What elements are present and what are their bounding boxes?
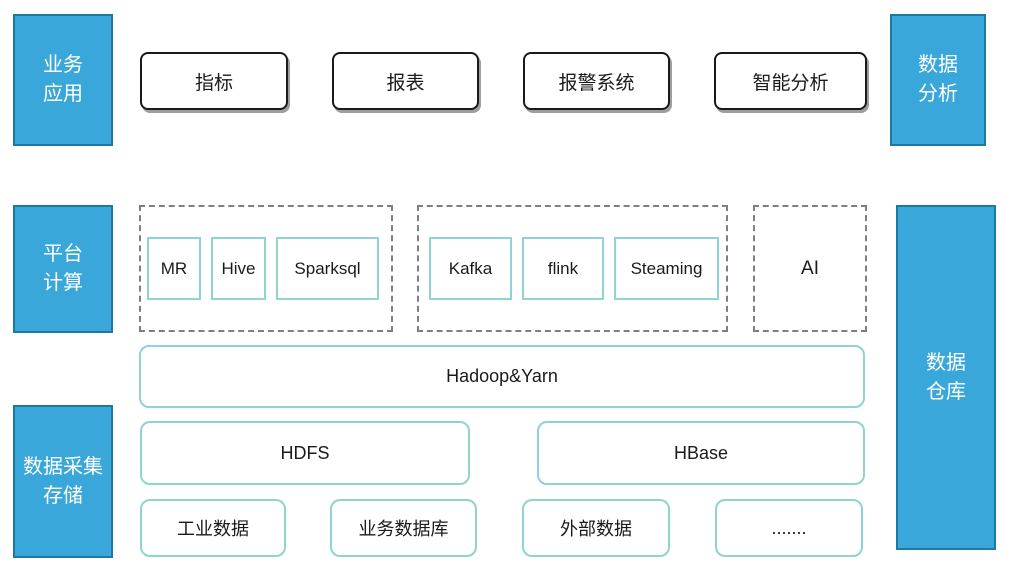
storage-box-label: HBase <box>673 442 729 463</box>
app-box-label: 报表 <box>386 72 425 94</box>
compute-box-mr: MR <box>147 237 201 300</box>
source-box-label: 工业数据 <box>177 519 249 539</box>
layer-label-text: 数据 仓库 <box>926 351 966 403</box>
storage-box-hbase: HBase <box>537 421 865 485</box>
app-box-intelligent-analysis: 智能分析 <box>714 52 867 110</box>
source-box-label: ....... <box>771 517 807 538</box>
layer-label-text: 数据 分析 <box>918 54 958 105</box>
layer-label-data-collection-storage: 数据采集 存储 <box>13 405 113 558</box>
compute-box-flink: flink <box>522 237 604 300</box>
app-box-reports: 报表 <box>332 52 479 110</box>
app-box-label: 报警系统 <box>558 72 635 94</box>
app-box-label: 指标 <box>194 72 233 94</box>
compute-box-steaming: Steaming <box>614 237 719 300</box>
layer-label-platform-compute: 平台 计算 <box>13 205 113 333</box>
compute-box-sparksql: Sparksql <box>276 237 379 300</box>
layer-label-text: 业务 应用 <box>43 54 83 105</box>
compute-box-hive: Hive <box>211 237 266 300</box>
layer-label-data-warehouse: 数据 仓库 <box>896 205 996 550</box>
app-box-label: 智能分析 <box>752 72 829 94</box>
app-box-alert-system: 报警系统 <box>523 52 670 110</box>
compute-box-label: AI <box>801 257 819 279</box>
resource-layer-label: Hadoop&Yarn <box>446 366 558 386</box>
app-box-metrics: 指标 <box>140 52 288 110</box>
compute-box-label: Sparksql <box>294 258 361 278</box>
compute-group-ai: AI <box>753 205 867 332</box>
compute-box-label: flink <box>547 258 579 278</box>
compute-box-label: Steaming <box>630 258 703 278</box>
storage-box-hdfs: HDFS <box>140 421 470 485</box>
source-box-external-data: 外部数据 <box>522 499 670 557</box>
source-box-ellipsis: ....... <box>715 499 863 557</box>
source-box-label: 外部数据 <box>560 519 632 539</box>
source-box-industrial-data: 工业数据 <box>140 499 286 557</box>
compute-box-kafka: Kafka <box>429 237 512 300</box>
layer-label-text: 平台 计算 <box>43 243 83 294</box>
layer-label-text: 数据采集 存储 <box>23 455 103 507</box>
compute-box-label: Kafka <box>448 258 493 278</box>
compute-box-label: Hive <box>221 258 256 278</box>
compute-group-batch: MR Hive Sparksql <box>139 205 393 332</box>
source-box-label: 业务数据库 <box>358 519 449 539</box>
layer-label-business-application: 业务 应用 <box>13 14 113 146</box>
compute-group-stream: Kafka flink Steaming <box>417 205 728 332</box>
resource-layer-hadoop-yarn: Hadoop&Yarn <box>139 345 865 408</box>
layer-label-data-analysis: 数据 分析 <box>890 14 986 146</box>
storage-box-label: HDFS <box>280 442 330 463</box>
compute-box-label: MR <box>160 258 188 278</box>
source-box-business-database: 业务数据库 <box>330 499 477 557</box>
